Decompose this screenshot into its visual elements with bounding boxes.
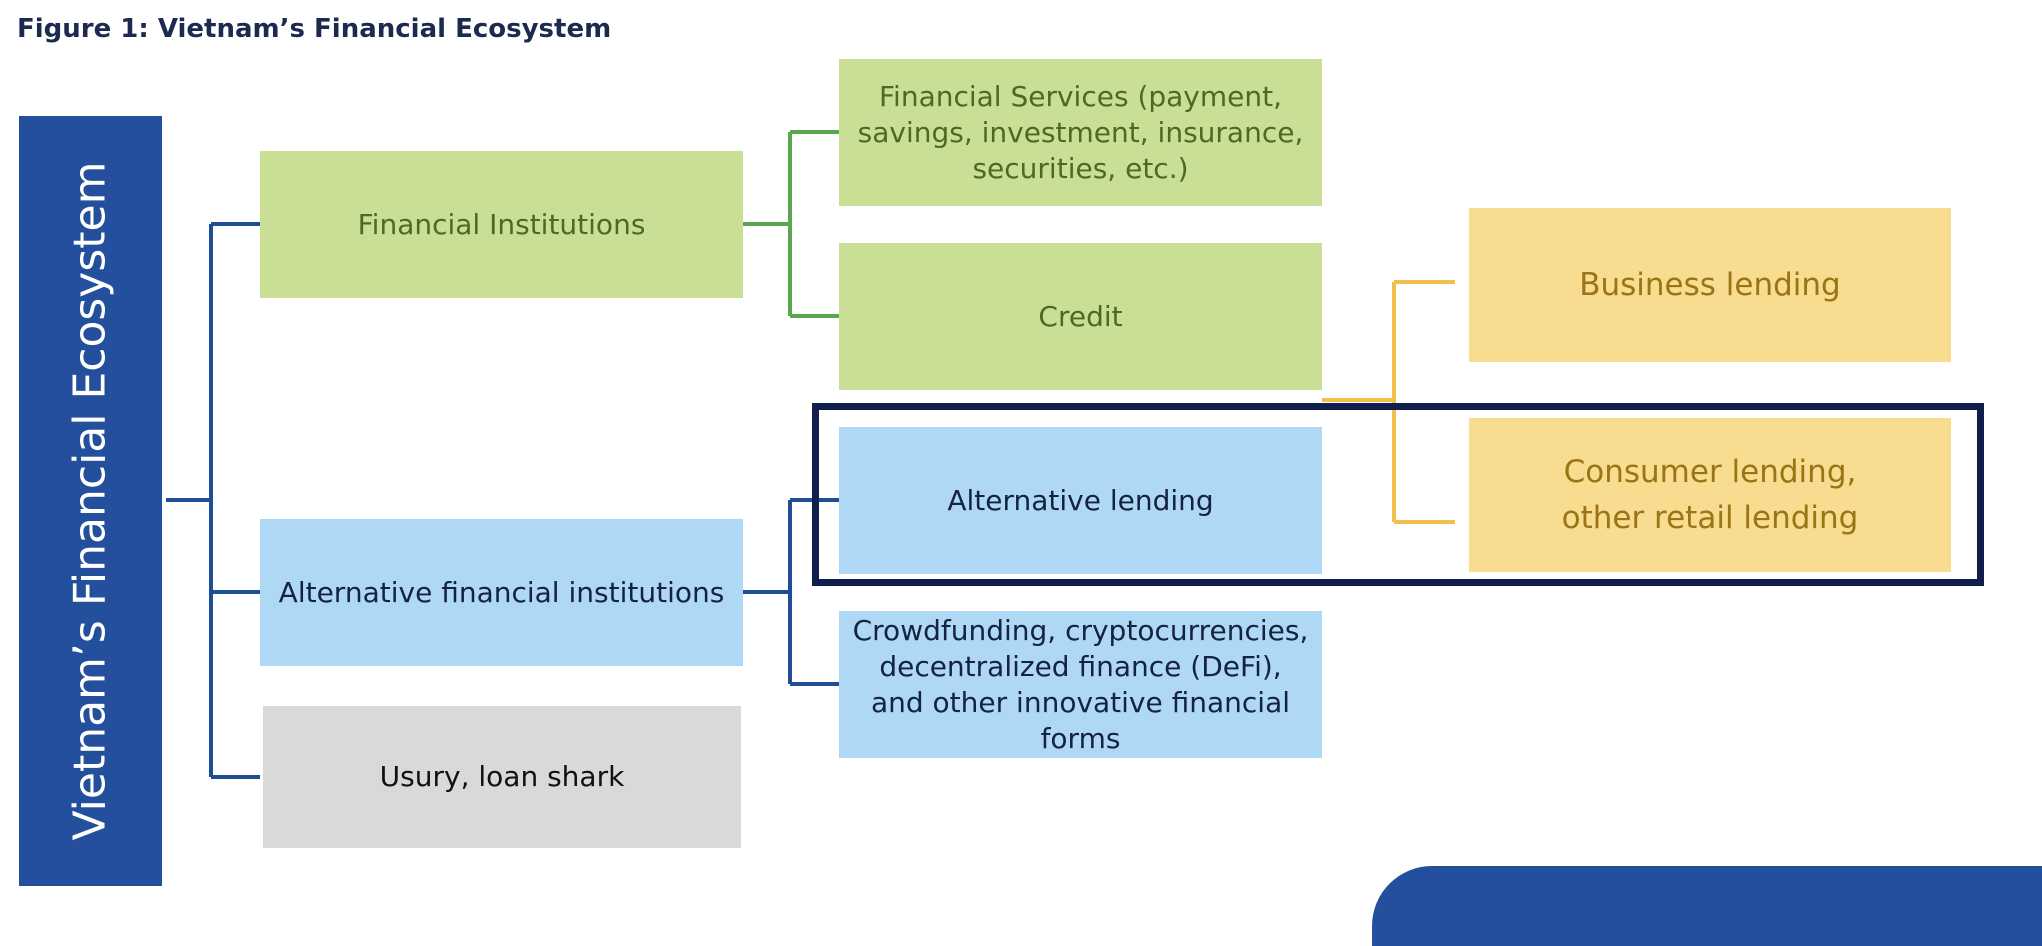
node-financial-institutions-label: Financial Institutions — [357, 207, 646, 241]
node-consumer-lending: Consumer lending, other retail lending — [1469, 418, 1951, 572]
node-alternative-financial-institutions-label: Alternative financial institutions — [278, 575, 725, 609]
node-financial-services-label: Financial Services (payment, savings, in… — [857, 79, 1304, 185]
node-credit: Credit — [839, 243, 1322, 390]
node-financial-services: Financial Services (payment, savings, in… — [839, 59, 1322, 206]
node-credit-label: Credit — [1038, 299, 1123, 333]
node-alternative-lending: Alternative lending — [839, 427, 1322, 574]
node-alternative-financial-institutions: Alternative financial institutions — [260, 519, 743, 666]
figure-title: Figure 1: Vietnam’s Financial Ecosystem — [17, 14, 612, 44]
node-consumer-lending-label: Consumer lending, other retail lending — [1561, 454, 1859, 536]
node-alternative-lending-label: Alternative lending — [947, 483, 1214, 517]
node-innovative-financial-forms: Crowdfunding, cryptocurrencies, decentra… — [839, 611, 1322, 758]
node-innovative-financial-forms-label: Crowdfunding, cryptocurrencies, decentra… — [852, 613, 1309, 755]
highlight-frame — [812, 403, 1984, 586]
node-financial-institutions: Financial Institutions — [260, 151, 743, 298]
node-usury-loan-shark-label: Usury, loan shark — [379, 760, 625, 793]
root-node — [19, 116, 162, 886]
node-business-lending-label: Business lending — [1579, 267, 1841, 303]
node-business-lending: Business lending — [1469, 208, 1951, 362]
node-usury-loan-shark: Usury, loan shark — [263, 706, 741, 848]
footer-decoration — [1372, 866, 2042, 946]
